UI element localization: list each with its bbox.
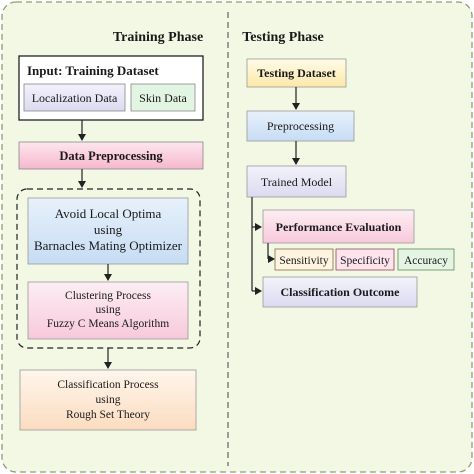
sensitivity-box bbox=[274, 248, 334, 271]
training-phase-title: Training Phase bbox=[113, 30, 203, 45]
trained-model-label: Trained Model bbox=[261, 175, 333, 189]
barnacles-line2: using bbox=[94, 222, 123, 237]
clustering-line1: Clustering Process bbox=[65, 290, 151, 302]
performance-evaluation-box bbox=[262, 209, 415, 244]
classification-outcome-box bbox=[262, 276, 418, 308]
localization-data-label: Localization Data bbox=[32, 91, 118, 105]
clustering-line3: Fuzzy C Means Algorithm bbox=[47, 318, 169, 330]
barnacles-optimizer-box bbox=[27, 197, 189, 265]
testing-preprocessing-label: Preprocessing bbox=[267, 119, 334, 133]
skin-data-label: Skin Data bbox=[139, 91, 187, 105]
accuracy-label: Accuracy bbox=[404, 255, 448, 267]
testing-dataset-label: Testing Dataset bbox=[257, 66, 336, 80]
performance-evaluation-label: Performance Evaluation bbox=[276, 220, 402, 234]
skin-data-box bbox=[130, 83, 196, 112]
clustering-process-box bbox=[27, 281, 189, 340]
classification-process-box bbox=[19, 369, 197, 431]
specificity-label: Specificity bbox=[340, 255, 390, 267]
data-preprocessing-label: Data Preprocessing bbox=[59, 149, 163, 163]
classification-line1: Classification Process bbox=[57, 379, 159, 391]
classification-line2: using bbox=[96, 394, 121, 406]
trained-model-box bbox=[246, 165, 347, 198]
testing-phase-title: Testing Phase bbox=[242, 30, 324, 45]
classification-outcome-label: Classification Outcome bbox=[281, 285, 401, 299]
specificity-box bbox=[335, 248, 395, 271]
barnacles-line1: Avoid Local Optima bbox=[55, 206, 162, 221]
localization-data-box bbox=[23, 83, 126, 112]
testing-preprocessing-box bbox=[246, 110, 355, 142]
accuracy-box bbox=[397, 248, 455, 271]
clustering-line2: using bbox=[96, 304, 121, 316]
testing-dataset-box bbox=[246, 58, 347, 88]
classification-line3: Rough Set Theory bbox=[66, 409, 150, 421]
barnacles-line3: Barnacles Mating Optimizer bbox=[34, 238, 183, 253]
sensitivity-label: Sensitivity bbox=[279, 255, 328, 267]
data-preprocessing-box bbox=[18, 141, 204, 170]
input-dataset-title: Input: Training Dataset bbox=[27, 63, 159, 78]
